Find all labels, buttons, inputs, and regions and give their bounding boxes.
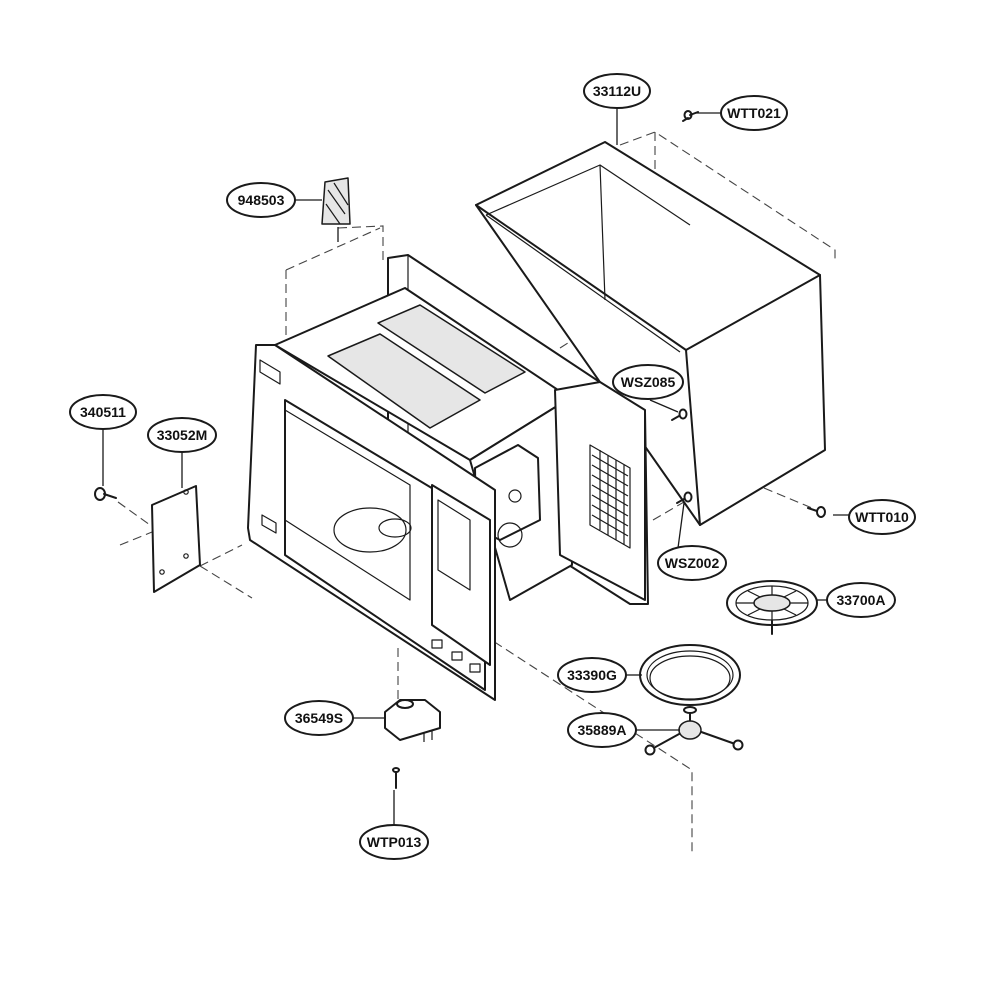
callout-WTT021: WTT021 (720, 95, 788, 131)
screw-WSZ002 (676, 491, 693, 504)
part-number-WSZ002: WSZ002 (665, 555, 720, 571)
outer-cabinet (475, 141, 826, 526)
screw-WTT021 (682, 110, 699, 122)
coupler-35889A (644, 706, 744, 756)
callout-36549S: 36549S (284, 700, 354, 736)
part-number-36549S: 36549S (295, 710, 343, 726)
part-number-948503: 948503 (238, 192, 285, 208)
roller-ring-33700A (726, 580, 818, 635)
vent-grille (591, 450, 629, 545)
part-number-35889A: 35889A (577, 722, 626, 738)
callout-340511: 340511 (69, 394, 137, 430)
callout-WSZ002: WSZ002 (657, 545, 727, 581)
part-number-WTT010: WTT010 (855, 509, 909, 525)
part-number-340511: 340511 (80, 404, 126, 420)
part-number-WTP013: WTP013 (367, 834, 422, 850)
screw-340511 (94, 487, 117, 501)
callout-33052M: 33052M (147, 417, 217, 453)
cover-pad-948503 (321, 177, 351, 225)
part-number-WSZ085: WSZ085 (621, 374, 676, 390)
screw-WTT010 (807, 506, 826, 518)
part-number-33700A: 33700A (836, 592, 885, 608)
callout-33700A: 33700A (826, 582, 896, 618)
callout-35889A: 35889A (567, 712, 637, 748)
glass-tray-33390G (639, 644, 741, 706)
callout-WTP013: WTP013 (359, 824, 429, 860)
part-number-33390G: 33390G (567, 667, 617, 683)
screw-WSZ085 (671, 408, 688, 421)
turntable-motor-36549S (384, 699, 441, 742)
callout-33112U: 33112U (583, 73, 651, 109)
screw-WTP013 (392, 767, 400, 789)
part-number-33112U: 33112U (593, 83, 641, 99)
leader-lines (102, 108, 850, 825)
callout-WSZ085: WSZ085 (612, 364, 684, 400)
part-number-WTT021: WTT021 (727, 105, 781, 121)
callout-948503: 948503 (226, 182, 296, 218)
oven-cavity-chassis (247, 254, 649, 701)
callout-33390G: 33390G (557, 657, 627, 693)
callout-WTT010: WTT010 (848, 499, 916, 535)
waveguide-cover-33052M (151, 485, 201, 593)
part-number-33052M: 33052M (157, 427, 208, 443)
